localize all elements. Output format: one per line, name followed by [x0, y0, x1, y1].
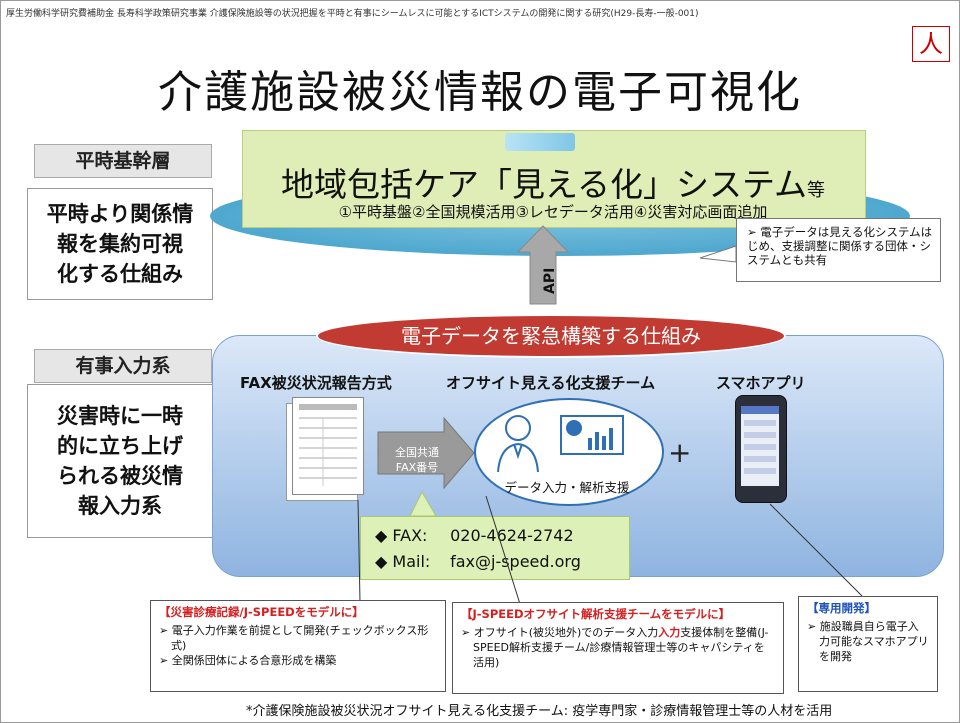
corner-badge: 人: [912, 26, 950, 62]
column-head-app: スマホアプリ: [716, 374, 806, 392]
share-line: 全国共通: [395, 446, 439, 459]
callout-right: 【専用開発】 ➢ 施設職員自ら電子入力可能なスマホアプリを開発: [798, 596, 938, 692]
desc-line: 報を集約可視: [57, 232, 183, 256]
system-subtitle: ①平時基盤②全国規模活用③レセデータ活用④災害対応画面追加: [338, 203, 768, 221]
header-note: 厚生労働科学研究費補助金 長寿科学政策研究事業 介護保険施設等の状況把握を平時と…: [6, 9, 699, 19]
app-screen-lines: [741, 406, 779, 474]
fax-number-arrow-icon: [377, 416, 475, 490]
form-lines: [299, 404, 357, 486]
callout-middle-bullet: ➢ オフサイト(被災地外)でのデータ入力入力支援体制を整備(J-SPEED解析支…: [461, 625, 775, 670]
tag-emergency-layer: 有事入力系: [34, 349, 212, 383]
system-title: 地域包括ケア「見える化」システム等: [242, 158, 864, 206]
footer-note: *介護保険施設被災状況オフサイト見える化支援チーム: 疫学専門家・診療情報管理士…: [246, 704, 833, 719]
mail-row: ◆ Mail: fax@j-speed.org: [375, 549, 629, 575]
tag-normal-layer: 平時基幹層: [34, 144, 212, 178]
callout-left-bullet: ➢ 電子入力作業を前提として開発(チェックボックス形式): [159, 624, 429, 652]
callout-left: 【災害診療記録/J-SPEEDをモデルに】 ➢ 電子入力作業を前提として開発(チ…: [150, 600, 446, 692]
callout-middle: 【J-SPEEDオフサイト解析支援チームをモデルに】 ➢ オフサイト(被災地外)…: [452, 602, 784, 694]
desc-line: られる被災情: [57, 464, 183, 488]
desc-line: 化する仕組み: [57, 262, 183, 286]
api-arrow-icon: [516, 225, 570, 305]
smartphone-screen: [741, 406, 779, 486]
fax-key: ◆ FAX:: [375, 526, 428, 545]
fax-number-label: 全国共通 FAX番号: [386, 445, 448, 475]
callout-left-heading: 【災害診療記録/J-SPEEDをモデルに】: [159, 605, 364, 619]
desc-line: 平時より関係情: [46, 202, 194, 226]
desc-line: 報入力系: [78, 494, 162, 518]
callout-left-bullet: ➢ 全関係団体による合意形成を構築: [159, 654, 337, 667]
fax-form-image: [292, 397, 364, 495]
column-head-offsite: オフサイト見える化支援チーム: [446, 374, 656, 392]
callout-right-heading: 【専用開発】: [807, 601, 876, 615]
contact-box: ◆ FAX: 020-4624-2742 ◆ Mail: fax@j-speed…: [360, 516, 630, 580]
desc-line: 的に立ち上げ: [57, 434, 183, 458]
fax-row: ◆ FAX: 020-4624-2742: [375, 523, 629, 549]
bullet-pre: ➢ オフサイト(被災地外)でのデータ入力: [461, 626, 659, 639]
emergency-banner: 電子データを緊急構築する仕組み: [316, 314, 786, 358]
callout-middle-heading: 【J-SPEEDオフサイト解析支援チームをモデルに】: [461, 607, 731, 621]
share-line: FAX番号: [395, 461, 439, 474]
desc-line: 災害時に一時: [57, 404, 183, 428]
analytics-chart-icon: [560, 415, 624, 455]
person-icon: [497, 415, 539, 473]
fax-number: 020-4624-2742: [450, 526, 574, 545]
mail-key: ◆ Mail:: [375, 552, 431, 571]
plus-sign: +: [668, 436, 692, 469]
support-team-text: データ入力・解析支援: [504, 480, 630, 495]
desc-emergency-layer: 災害時に一時 的に立ち上げ られる被災情 報入力系: [27, 384, 213, 538]
system-box: [242, 130, 866, 228]
callout-right-bullet: ➢ 施設職員自ら電子入力可能なスマホアプリを開発: [807, 620, 929, 663]
system-title-main: 地域包括ケア「見える化」システム: [280, 165, 808, 204]
column-head-fax: FAX被災状況報告方式: [240, 374, 392, 392]
system-logo: [505, 133, 575, 151]
bullet-highlight: 入力: [658, 626, 681, 639]
desc-normal-layer: 平時より関係情 報を集約可視 化する仕組み: [27, 188, 213, 300]
page-title: 介護施設被災情報の電子可視化: [158, 67, 802, 118]
bullet-post: 支援体制を整備(J-SPEED解析支援チーム/診療情報管理士等のキャパシティを活…: [473, 626, 769, 669]
mail-address: fax@j-speed.org: [450, 552, 581, 571]
system-title-suffix: 等: [807, 180, 826, 201]
callout-data-sharing: ➢ 電子データは見える化システムはじめ、支援調整に関係する団体・システムとも共有: [736, 218, 941, 282]
